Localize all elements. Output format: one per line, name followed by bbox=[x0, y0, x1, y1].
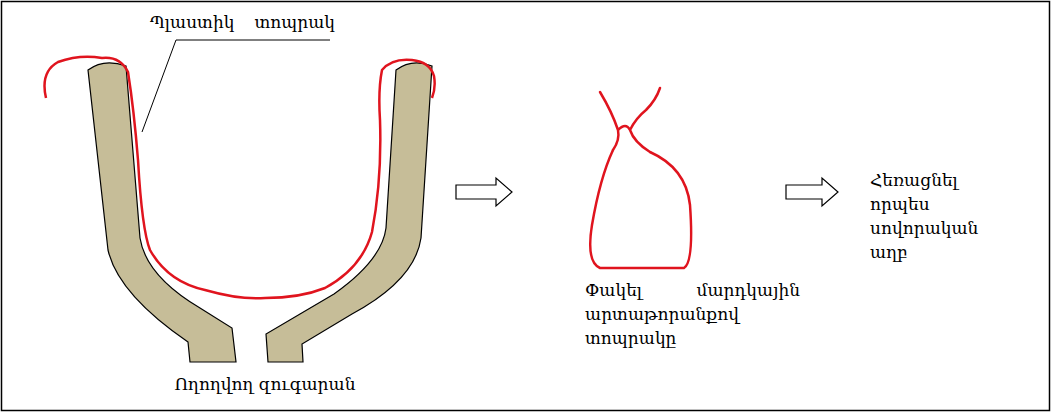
plastic-bag bbox=[45, 57, 435, 299]
bag-knot bbox=[600, 88, 660, 152]
tied-bag bbox=[590, 150, 691, 268]
part-label: Ողողվող զուգարան bbox=[170, 372, 360, 396]
urinal-wall bbox=[88, 63, 236, 362]
step-note: Փակել մարդկային արտաթորանքով տոպրակը bbox=[585, 278, 800, 350]
process-arrow bbox=[786, 178, 838, 206]
process-arrow bbox=[456, 178, 512, 206]
leader-line bbox=[142, 40, 330, 132]
part-label: Պլաստիկ տոպրակ bbox=[150, 10, 335, 34]
step-note: Հեռացնել որպես սովորական աղբ bbox=[870, 168, 995, 264]
urinal-wall bbox=[266, 63, 432, 362]
